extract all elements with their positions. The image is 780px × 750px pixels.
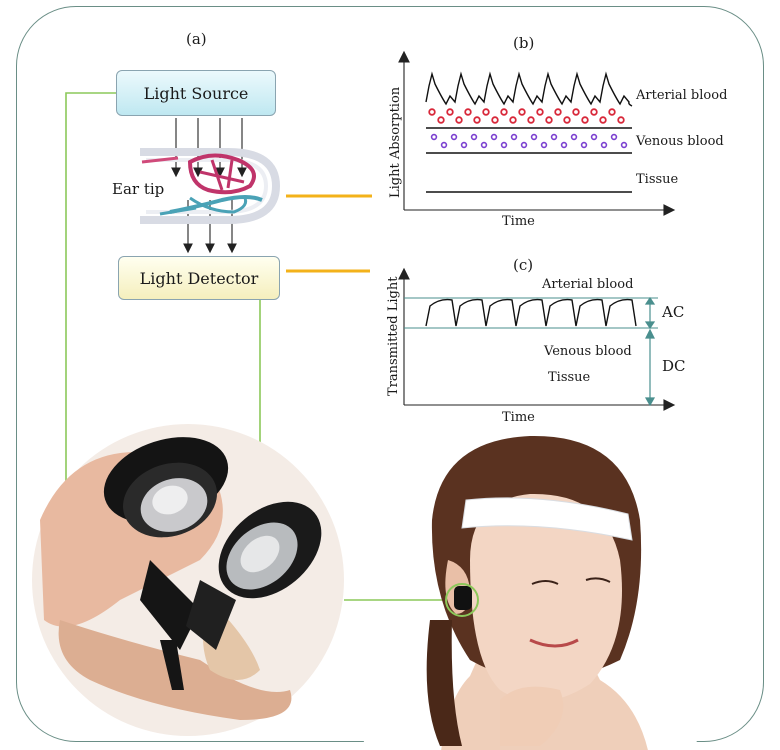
- woman-headband-photo: [362, 435, 700, 750]
- venous-blood-dot: [450, 133, 458, 141]
- venous-blood-dot: [610, 133, 618, 141]
- venous-blood-dot: [550, 133, 558, 141]
- venous-blood-dot: [560, 141, 568, 149]
- venous-blood-dots: [430, 133, 628, 149]
- arterial-blood-dot: [518, 108, 526, 116]
- arterial-blood-dot: [437, 116, 445, 124]
- light-rays: [171, 118, 247, 254]
- arterial-blood-dot: [617, 116, 625, 124]
- chart-b-ylabel: Light Absorption: [388, 86, 403, 198]
- chart-b-arterial-label: Arterial blood: [636, 88, 728, 103]
- venous-blood-dot: [580, 141, 588, 149]
- venous-blood-dot: [600, 141, 608, 149]
- chart-c-venous-label: Venous blood: [544, 344, 632, 359]
- venous-blood-dot: [590, 133, 598, 141]
- arterial-blood-dots: [428, 108, 625, 124]
- light-source-label: Light Source: [143, 83, 249, 103]
- chart-b-axes: [398, 50, 676, 216]
- ac-dc-brackets: [644, 296, 656, 407]
- ear-clip-sensor-photo: [32, 424, 344, 736]
- arterial-blood-dot: [581, 116, 589, 124]
- venous-blood-dot: [480, 141, 488, 149]
- chart-c-xlabel: Time: [502, 410, 535, 425]
- light-detector-label: Light Detector: [139, 268, 259, 288]
- venous-blood-dot: [530, 133, 538, 141]
- light-source-box: Light Source: [116, 70, 276, 116]
- venous-blood-dot: [570, 133, 578, 141]
- venous-blood-dot: [620, 141, 628, 149]
- venous-blood-dot: [500, 141, 508, 149]
- chart-c-tissue-label: Tissue: [548, 370, 591, 385]
- chart-b-layers: [426, 127, 632, 193]
- venous-blood-dot: [490, 133, 498, 141]
- arterial-blood-dot: [455, 116, 463, 124]
- panel-label-c: (c): [513, 256, 534, 274]
- chart-c-levels: [404, 297, 658, 329]
- arterial-blood-dot: [509, 116, 517, 124]
- arterial-blood-dot: [500, 108, 508, 116]
- chart-b-xlabel: Time: [502, 214, 535, 229]
- panel-label-a: (a): [186, 30, 207, 48]
- venous-blood-dot: [460, 141, 468, 149]
- arterial-blood-dot: [428, 108, 436, 116]
- ear-tip-label: Ear tip: [112, 180, 165, 198]
- venous-blood-dot: [440, 141, 448, 149]
- chart-c-ac-label: AC: [662, 303, 685, 321]
- arterial-blood-dot: [590, 108, 598, 116]
- arterial-blood-dot: [599, 116, 607, 124]
- venous-blood-dot: [510, 133, 518, 141]
- arterial-blood-dot: [473, 116, 481, 124]
- venous-blood-dot: [470, 133, 478, 141]
- chart-c-ylabel: Transmitted Light: [386, 276, 401, 396]
- venous-blood-dot: [430, 133, 438, 141]
- chart-c-pulse-line: [425, 298, 637, 327]
- panel-label-b: (b): [513, 34, 535, 52]
- arterial-blood-dot: [527, 116, 535, 124]
- arterial-blood-dot: [608, 108, 616, 116]
- probe-links: [286, 194, 372, 273]
- chart-b-tissue-label: Tissue: [636, 172, 679, 187]
- arterial-blood-dot: [482, 108, 490, 116]
- arterial-blood-dot: [572, 108, 580, 116]
- arterial-blood-dot: [563, 116, 571, 124]
- chart-b-venous-label: Venous blood: [636, 134, 724, 149]
- venous-blood-dot: [540, 141, 548, 149]
- arterial-blood-dot: [464, 108, 472, 116]
- arterial-blood-dot: [545, 116, 553, 124]
- chart-c-arterial-label: Arterial blood: [542, 277, 634, 292]
- ear-tip-illustration: [140, 148, 281, 224]
- chart-b-pulse-line: [425, 71, 633, 107]
- arterial-blood-dot: [536, 108, 544, 116]
- chart-c-dc-label: DC: [662, 357, 686, 375]
- arterial-blood-dot: [554, 108, 562, 116]
- chart-c-axes: [398, 267, 676, 411]
- venous-blood-dot: [520, 141, 528, 149]
- light-detector-box: Light Detector: [118, 256, 280, 300]
- arterial-blood-dot: [446, 108, 454, 116]
- arterial-blood-dot: [491, 116, 499, 124]
